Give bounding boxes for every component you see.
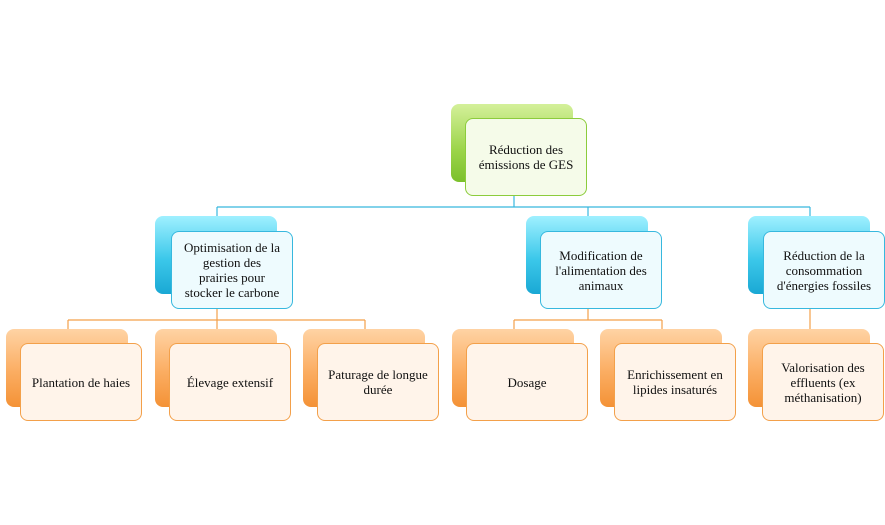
node-elevage-extensif-label: Élevage extensif (169, 343, 291, 421)
node-optimisation-label: Optimisation de la gestion des prairies … (171, 231, 293, 309)
node-plantation-haies-label: Plantation de haies (20, 343, 142, 421)
node-valorisation-label: Valorisation des effluents (ex méthanisa… (762, 343, 884, 421)
node-enrichissement-label: Enrichissement en lipides insaturés (614, 343, 736, 421)
node-modification-label: Modification de l'alimentation des anima… (540, 231, 662, 309)
node-reduction-energie-label: Réduction de la consommation d'énergies … (763, 231, 885, 309)
node-root-label: Réduction des émissions de GES (465, 118, 587, 196)
node-dosage-label: Dosage (466, 343, 588, 421)
node-paturage-label: Paturage de longue durée (317, 343, 439, 421)
